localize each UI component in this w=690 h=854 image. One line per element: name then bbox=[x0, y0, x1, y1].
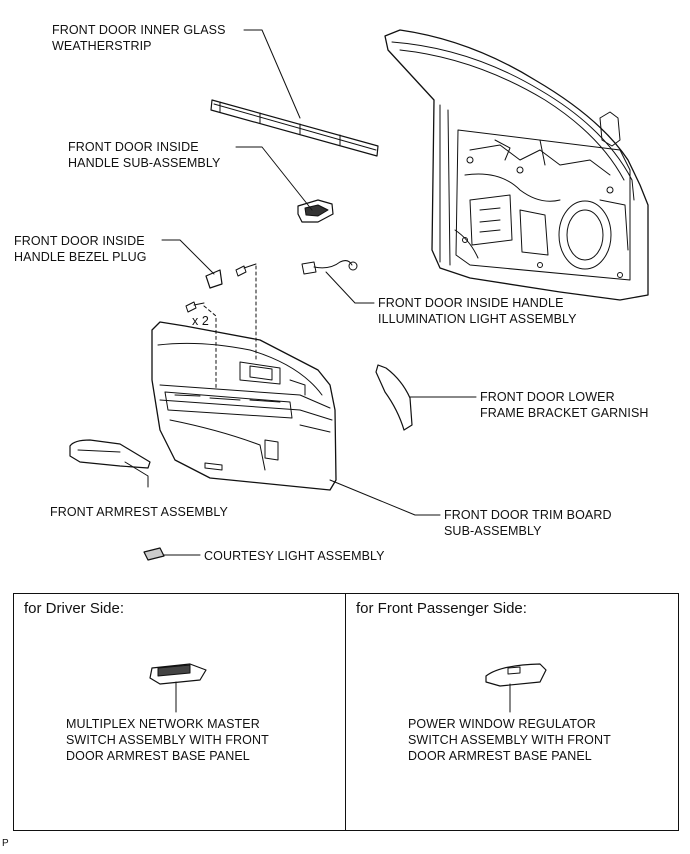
passenger-switch-label: POWER WINDOW REGULATOR SWITCH ASSEMBLY W… bbox=[408, 717, 611, 763]
lower-garnish-illustration bbox=[375, 364, 413, 431]
callout-courtesy-light: COURTESY LIGHT ASSEMBLY bbox=[204, 549, 385, 563]
passenger-side-panel bbox=[345, 593, 679, 831]
driver-switch-label: MULTIPLEX NETWORK MASTER SWITCH ASSEMBLY… bbox=[66, 717, 269, 763]
callout-lower-frame-garnish: FRONT DOOR LOWER FRAME BRACKET GARNISH bbox=[480, 390, 649, 420]
weatherstrip-illustration bbox=[210, 99, 379, 157]
screw-illustrations bbox=[185, 263, 257, 391]
callout-bezel-plug: FRONT DOOR INSIDE HANDLE BEZEL PLUG bbox=[14, 234, 147, 264]
screw-quantity: x 2 bbox=[192, 314, 209, 328]
illumination-light-illustration bbox=[301, 260, 358, 275]
passenger-switch-illustration bbox=[485, 663, 547, 687]
leader-lines bbox=[124, 29, 511, 713]
callout-inner-glass-weatherstrip: FRONT DOOR INNER GLASS WEATHERSTRIP bbox=[52, 23, 226, 53]
trim-board-illustration bbox=[151, 321, 337, 491]
door-frame-illustration bbox=[384, 29, 649, 301]
callout-illumination-light: FRONT DOOR INSIDE HANDLE ILLUMINATION LI… bbox=[378, 296, 577, 326]
callout-inside-handle: FRONT DOOR INSIDE HANDLE SUB-ASSEMBLY bbox=[68, 140, 221, 170]
driver-switch-illustration bbox=[149, 663, 207, 685]
driver-side-panel bbox=[13, 593, 346, 831]
inside-handle-illustration bbox=[297, 199, 334, 223]
passenger-side-title: for Front Passenger Side: bbox=[356, 600, 527, 617]
callout-trim-board: FRONT DOOR TRIM BOARD SUB-ASSEMBLY bbox=[444, 508, 612, 538]
callout-armrest: FRONT ARMREST ASSEMBLY bbox=[50, 505, 228, 519]
armrest-illustration bbox=[69, 439, 151, 469]
figure-id: P bbox=[2, 838, 9, 849]
courtesy-light-illustration bbox=[143, 547, 165, 561]
bezel-plug-illustration bbox=[205, 269, 223, 289]
driver-side-title: for Driver Side: bbox=[24, 600, 125, 617]
